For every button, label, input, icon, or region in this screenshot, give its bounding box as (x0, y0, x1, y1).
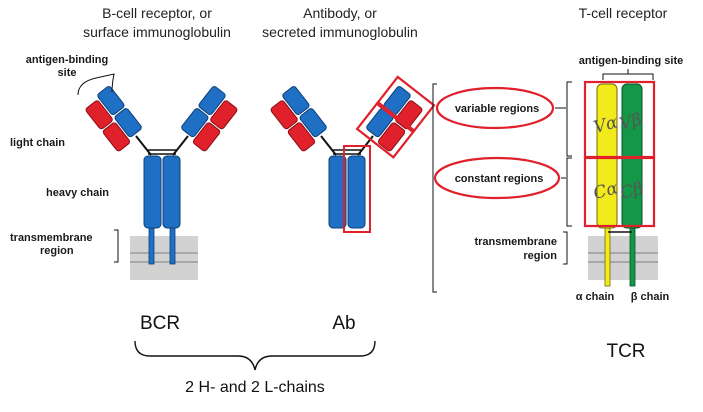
bcr-tail-right (169, 225, 176, 265)
bcr-header-line1: B-cell receptor, or (102, 5, 212, 21)
beta-chain-tail (629, 223, 636, 287)
ab-variable-box (355, 75, 436, 159)
tcr-membrane (588, 236, 658, 280)
tcr-constant-bracket (566, 157, 572, 227)
tcr-transmembrane-bracket (563, 231, 568, 265)
tcr-molecule: Vα Vβ Cα Cβ (583, 80, 656, 287)
tcr-antigen-binding-label: antigen-binding site (579, 55, 684, 67)
bcr-heavy-stem-right (162, 155, 181, 229)
ab-constant-box (343, 145, 371, 233)
bcr-membrane (130, 236, 198, 280)
beta-chain-label: β chain (631, 291, 670, 303)
heavy-chain-label: heavy chain (46, 187, 109, 199)
bcr-right-arm (181, 86, 238, 152)
bcr-header-line2: surface immunoglobulin (83, 24, 231, 40)
bcr-transmembrane-bracket (114, 229, 119, 263)
alpha-chain-label: α chain (576, 291, 615, 303)
chains-caption: 2 H- and 2 L-chains (185, 379, 325, 396)
ab-header-line1: Antibody, or (303, 5, 377, 21)
tcr-transmembrane-label-2: region (523, 250, 557, 262)
bcr-tail-left (148, 225, 155, 265)
ab-heavy-stem-right (347, 155, 366, 229)
bcr-caption: BCR (140, 313, 180, 334)
bcr-antigen-bracket (77, 73, 115, 96)
variable-regions-label: variable regions (455, 103, 539, 115)
tcr-transmembrane-label: transmembrane (474, 236, 557, 248)
ab-caption: Ab (332, 313, 355, 334)
tcr-variable-bracket (566, 81, 572, 157)
ab-header-line2: secreted immunoglobulin (262, 24, 418, 40)
tcr-header: T-cell receptor (579, 5, 668, 21)
ab-right-arm (366, 86, 423, 152)
bcr-heavy-stem-left (143, 155, 162, 229)
bcr-transmembrane-label: transmembrane (10, 232, 93, 244)
bcr-transmembrane-label-2: region (40, 245, 74, 257)
ab-molecule (270, 75, 436, 233)
bcr-left-arm (85, 86, 142, 152)
ab-heavy-stem-left (328, 155, 347, 229)
constant-regions-label: constant regions (455, 173, 544, 185)
bcr-molecule (85, 86, 238, 265)
alpha-chain-tail (604, 223, 611, 287)
annotation-bracket-left (432, 83, 437, 293)
light-chain-label: light chain (10, 137, 65, 149)
constant-regions-ellipse (433, 156, 561, 200)
tcr-constant-box (583, 156, 656, 228)
ab-left-arm (270, 86, 327, 152)
bcr-antigen-binding-label: antigen-binding (26, 54, 108, 66)
tcr-caption: TCR (606, 341, 645, 362)
chains-brace (134, 340, 376, 371)
variable-regions-ellipse (435, 86, 555, 130)
bcr-antigen-binding-label-2: site (58, 67, 77, 79)
tcr-antigen-bracket (602, 73, 654, 80)
